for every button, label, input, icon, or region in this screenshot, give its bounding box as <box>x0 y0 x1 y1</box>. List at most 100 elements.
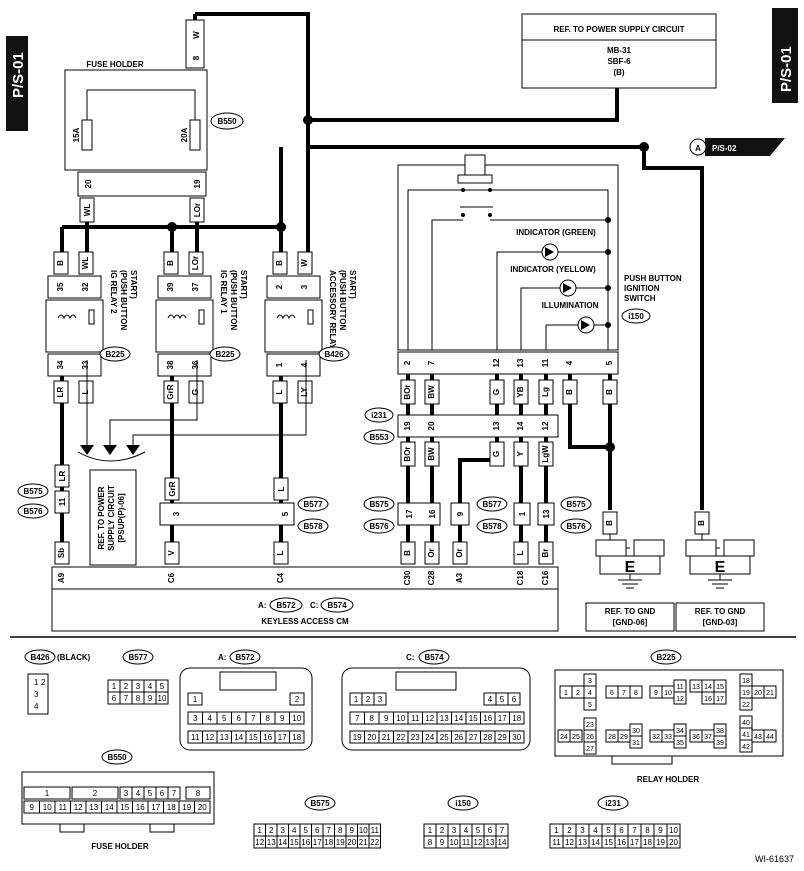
relay-2-wire-top-b <box>297 251 313 275</box>
legend-a-prefix: A: <box>218 653 226 662</box>
legend-b225-cell-42 <box>739 739 753 753</box>
legend-b225-pin-34: 34 <box>676 728 684 735</box>
junction-connector: i231 B553 <box>363 407 559 445</box>
offpage-letter: A <box>695 144 701 153</box>
legend-i231-pin-6: 6 <box>619 826 624 835</box>
relay-2-top-connector <box>266 275 321 299</box>
ground-0-ref-2: [GND-06] <box>613 618 648 627</box>
legend-b225-foot <box>611 755 673 765</box>
cm-wire-label-7: Br <box>541 549 550 558</box>
legend-i150-pin-13: 13 <box>486 838 495 847</box>
junction-wire-0 <box>400 441 416 467</box>
junction-wire-1 <box>424 441 440 467</box>
cm-pin-C18: C18 <box>516 570 525 585</box>
relay-0-wire-top-b <box>78 251 94 275</box>
legend-b574: B574 <box>424 653 444 662</box>
legend-b572: B572 <box>235 653 255 662</box>
cm-wire-box-5 <box>452 541 468 565</box>
junction-wire-label-0: BOr <box>403 446 412 461</box>
switch-pin-13: 13 <box>516 358 525 367</box>
legend-b550-pin-2: 2 <box>93 789 98 798</box>
legend-b574-pill <box>418 649 450 665</box>
switch-wire-label-0: BOr <box>403 384 412 399</box>
relay-1-connector-label: B225 <box>215 350 235 359</box>
junction-wire-label-2: G <box>492 451 501 457</box>
legend-b572-r3-pin-11: 11 <box>191 733 200 742</box>
legend-b575-pin-16: 16 <box>301 838 310 847</box>
legend-b225-pin-28: 28 <box>608 734 616 741</box>
relay-0-top-pin-b: 32 <box>81 282 90 291</box>
relay-2-title-0: ACCESSORY RELAY <box>328 270 337 350</box>
relay-2-bot-connector <box>266 353 321 377</box>
mid-pin-5: 5 <box>281 511 290 516</box>
legend-b575-pin-14: 14 <box>278 838 287 847</box>
mid-conn-b577: B577 <box>303 500 323 509</box>
fuse-15a: 15A <box>72 127 81 142</box>
switch-wire-label-5: B <box>565 389 574 395</box>
legend-b225-pin-24: 24 <box>560 734 568 741</box>
left-connector: LR 11 B575 B576 <box>17 464 70 519</box>
legend-b572-r3-pin-17: 17 <box>278 733 287 742</box>
legend-b574-latch <box>395 671 457 691</box>
legend-b577-pin-7: 7 <box>124 694 129 703</box>
junction-pin-20: 20 <box>427 421 436 430</box>
legend-b225-pin-4: 4 <box>588 690 592 697</box>
lc-conn-b576: B576 <box>369 522 389 531</box>
legend-b572-r2-pin-7: 7 <box>251 714 256 723</box>
junction-pin-14: 14 <box>516 421 525 430</box>
legend-b577-pin-2: 2 <box>124 682 129 691</box>
legend-b577-pin-10: 10 <box>158 694 167 703</box>
legend-b225-pin-9: 9 <box>654 690 658 697</box>
relay-1-top-pin-b: 37 <box>191 282 200 291</box>
legend-i150-pin-11: 11 <box>462 838 471 847</box>
legend-i231-pin-5: 5 <box>606 826 611 835</box>
legend-b225-pin-7: 7 <box>622 690 626 697</box>
relay-1-connector-label-pill <box>209 346 241 362</box>
legend-b550-pin-1: 1 <box>45 789 50 798</box>
legend-b225-pin-35: 35 <box>676 740 684 747</box>
ref-left-line-1: REF. TO POWER <box>97 486 106 549</box>
cm-wire-box-4 <box>424 541 440 565</box>
legend-b426-body <box>27 673 49 715</box>
power-ref-title: REF. TO POWER SUPPLY CIRCUIT <box>554 25 685 34</box>
relay-0-wire-top-a <box>53 251 69 275</box>
junction-dots <box>167 115 649 452</box>
fuse-holder-title: FUSE HOLDER <box>86 60 144 69</box>
legend-b225-pill <box>650 649 682 665</box>
indicator-green: INDICATOR (GREEN) <box>516 228 596 237</box>
relay-1-wire-bot-b-label: G <box>191 389 200 395</box>
side-tag-right-label: P/S-01 <box>778 46 795 92</box>
relay-2-bot-pin-a: 1 <box>275 362 284 367</box>
cm-ref-c: C: <box>310 601 318 610</box>
relay-1-title-2: START) <box>239 270 248 299</box>
legend-b572-body <box>179 667 313 751</box>
legend-b574-r3-pin-26: 26 <box>454 733 463 742</box>
legend-b575-pin-7: 7 <box>327 826 332 835</box>
legend-b574-r3-pin-21: 21 <box>382 733 391 742</box>
cm-pin-C4: C4 <box>276 572 285 583</box>
legend-b225-pin-31: 31 <box>632 740 640 747</box>
relay-1-top-pin-a: 39 <box>166 282 175 291</box>
legend-i150-pin-5: 5 <box>476 826 481 835</box>
switch-pin-11: 11 <box>541 358 550 367</box>
switch-wire-1 <box>424 379 440 405</box>
legend-i150-pin-8: 8 <box>428 838 433 847</box>
legend-b574-r2-pin-13: 13 <box>440 714 449 723</box>
left-conn-b575: B575 <box>23 487 43 496</box>
legend-b575-pin-4: 4 <box>292 826 297 835</box>
legend-b575-pill <box>304 795 336 811</box>
legend-b572-r3-pin-16: 16 <box>263 733 272 742</box>
legend-b225-pin-16: 16 <box>704 696 712 703</box>
relay-1-coil <box>167 314 187 320</box>
legend-b574-r2-pin-16: 16 <box>483 714 492 723</box>
switch-wire-label-2: G <box>492 389 501 395</box>
legend-b225-pin-25: 25 <box>572 734 580 741</box>
cm-wire-box-1 <box>164 541 180 565</box>
relay-1-body <box>155 299 214 353</box>
legend-b225-pin-3: 3 <box>588 678 592 685</box>
switch-wire-0 <box>400 379 416 405</box>
relay-0-wire-top-b-label: WL <box>81 257 90 270</box>
switch-wire-2 <box>489 379 505 405</box>
